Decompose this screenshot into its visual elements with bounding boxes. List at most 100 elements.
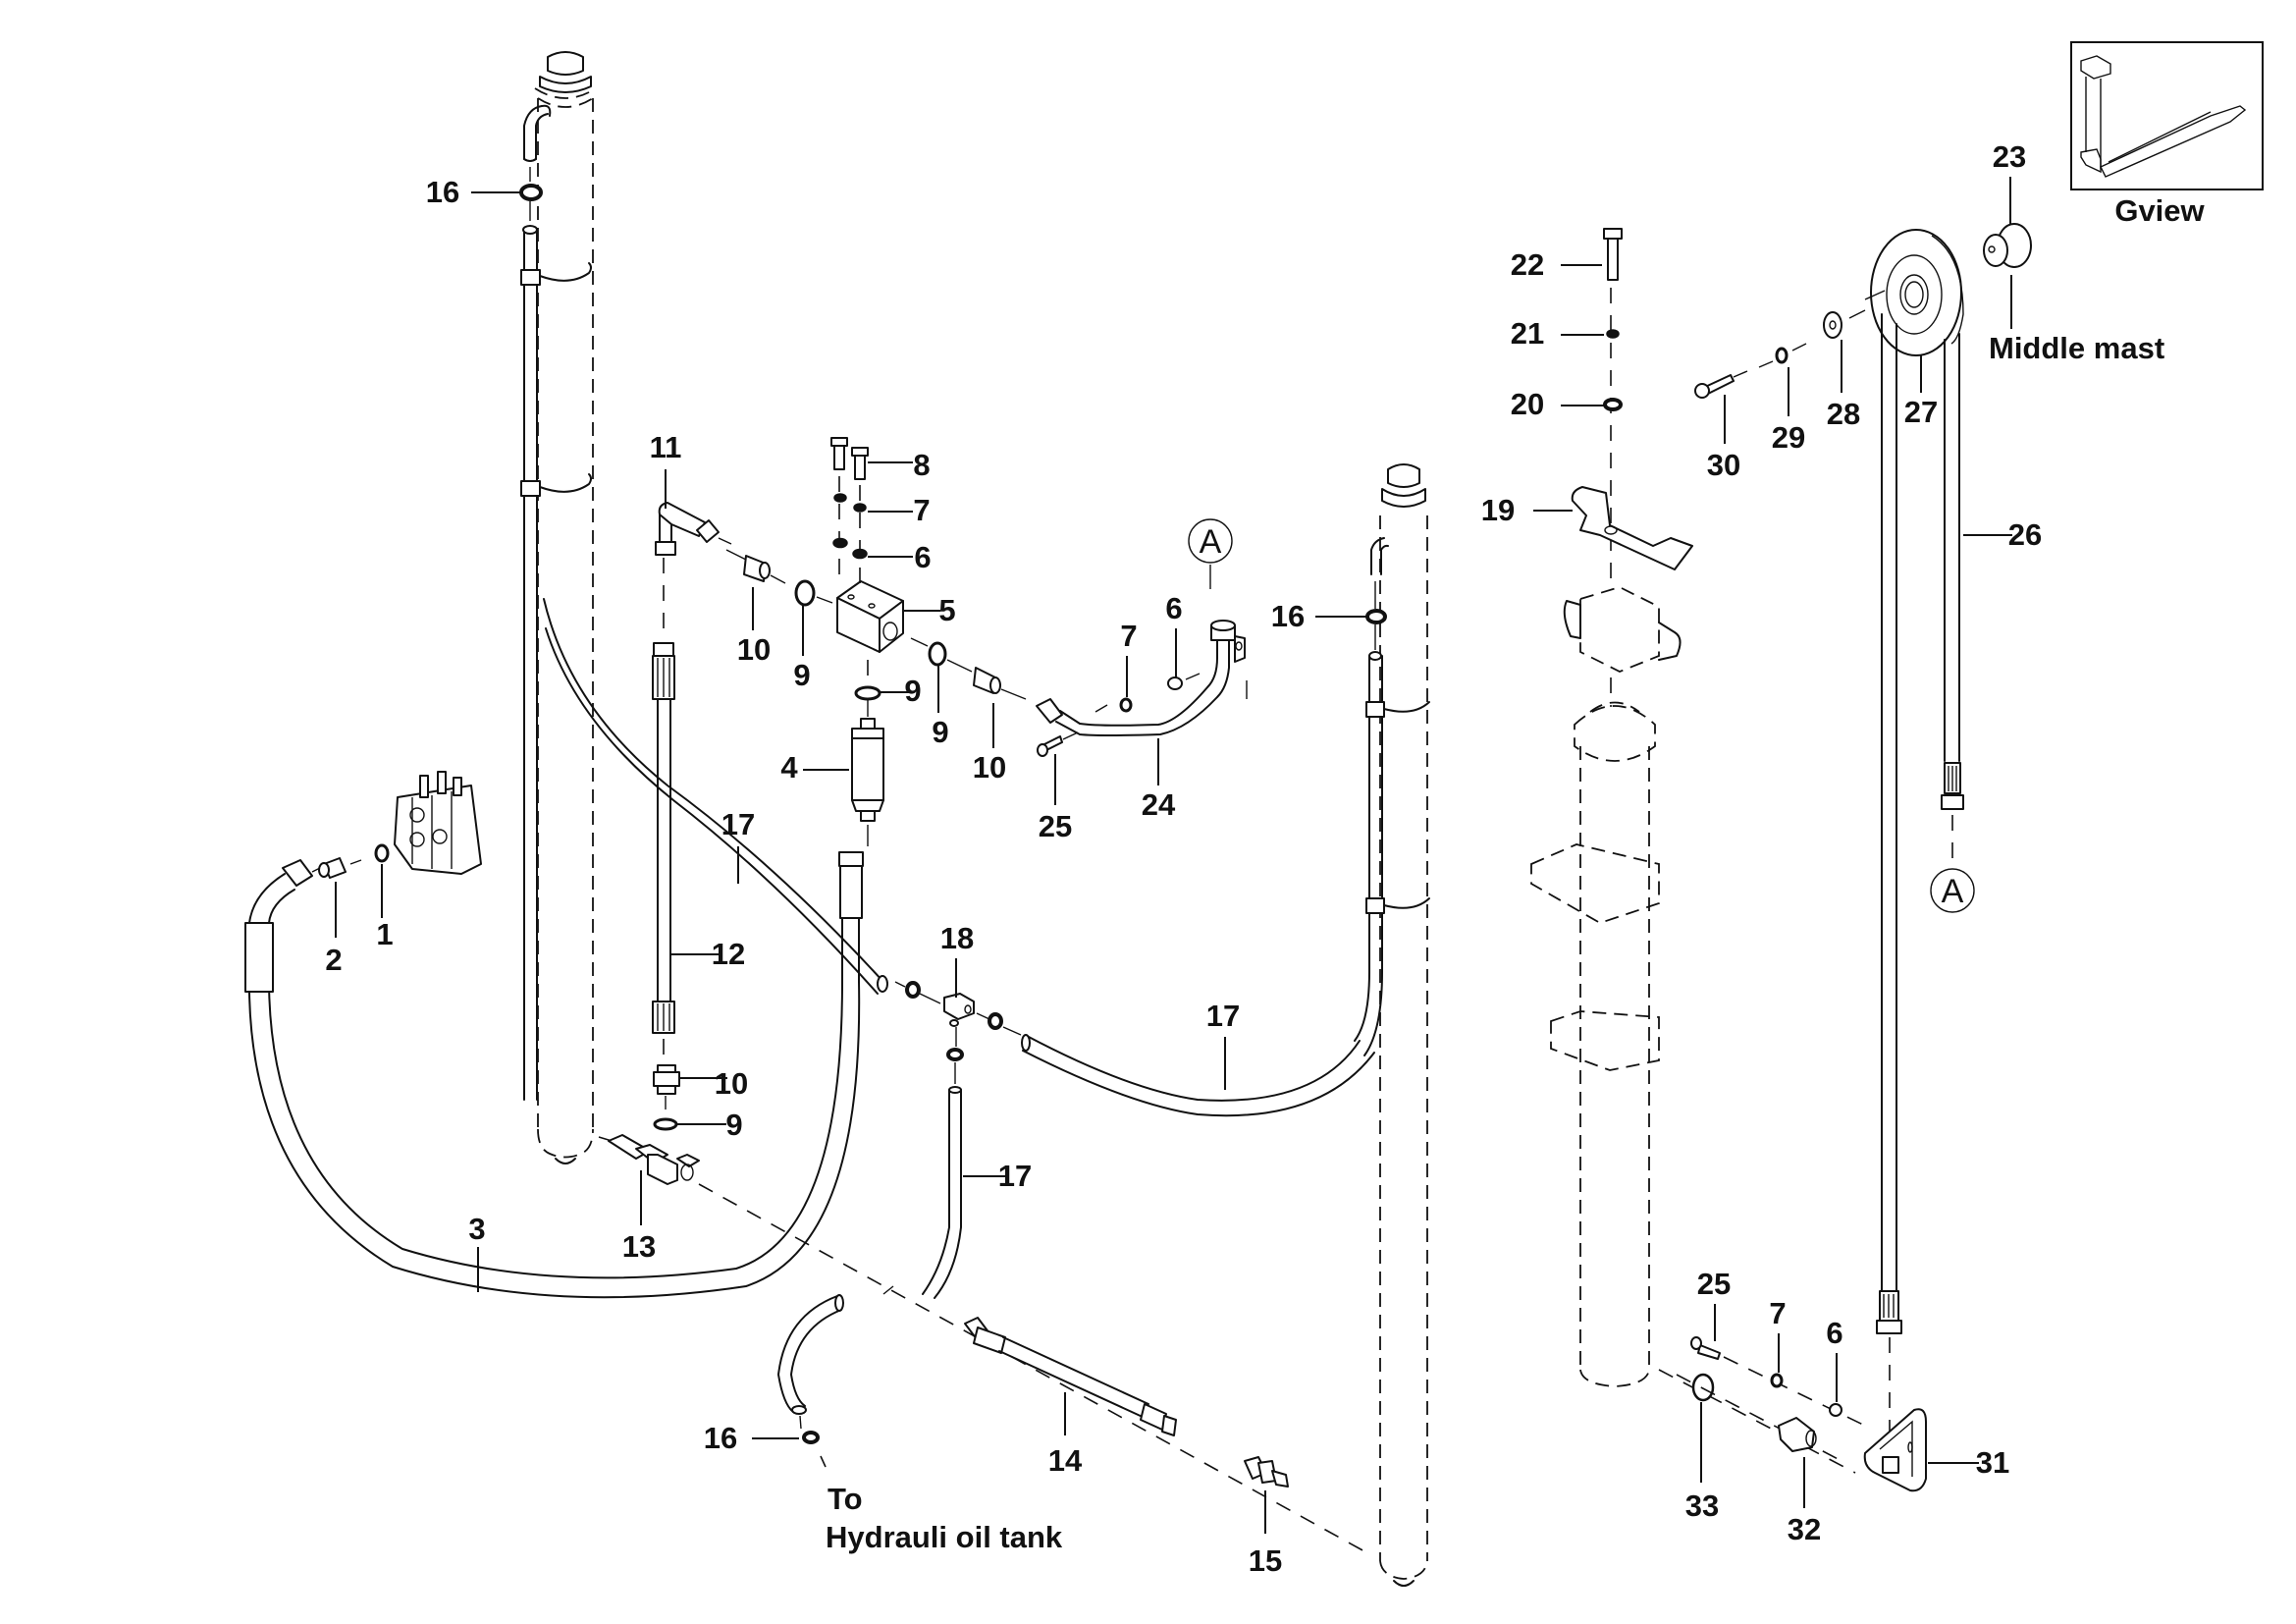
callout-number: 3: [468, 1212, 485, 1246]
callout-16: 16: [1271, 599, 1366, 633]
fitting-10-lower: [653, 1064, 680, 1110]
callout-number: 9: [793, 658, 810, 692]
callout-32: 32: [1788, 1457, 1821, 1546]
callout-number: 1: [376, 917, 393, 951]
hose-17-right: [1021, 1034, 1375, 1117]
washer-21: [1606, 329, 1620, 339]
bolts-8: [830, 437, 869, 589]
callout-12: 12: [671, 937, 745, 971]
callout-14: 14: [1048, 1392, 1083, 1478]
callout-6: 6: [1165, 591, 1183, 677]
callout-17: 17: [1206, 999, 1240, 1090]
fitting-2: [311, 857, 362, 879]
note-middle-mast: Middle mast: [1989, 331, 2164, 365]
callout-number: 10: [737, 632, 771, 667]
washer-29: [1775, 347, 1789, 364]
hose-26-fitting: [1941, 762, 1964, 864]
callout-23: 23: [1993, 139, 2026, 224]
washer-7-upper: [1119, 697, 1133, 713]
note-oil-tank: Hydrauli oil tank: [826, 1520, 1063, 1554]
svg-text:A: A: [1942, 873, 1964, 910]
callout-number: 14: [1048, 1443, 1083, 1478]
callout-8: 8: [868, 448, 931, 482]
callout-9: 9: [881, 674, 922, 708]
callout-18: 18: [940, 921, 974, 998]
callout-number: 15: [1249, 1543, 1282, 1578]
oring-9-lower: [854, 685, 881, 701]
washer-20: [1603, 398, 1623, 411]
pin-23: [1983, 223, 2032, 268]
callout-13: 13: [622, 1170, 656, 1264]
callout-2: 2: [325, 882, 343, 977]
oring-1: [374, 843, 390, 863]
inset-gview: Gview: [2070, 41, 2264, 228]
sheave-27: [1864, 229, 1964, 1297]
ref-marker-a-lower: A: [1930, 868, 1975, 913]
callout-10: 10: [737, 587, 771, 667]
callout-number: 6: [914, 540, 931, 574]
callout-17: 17: [721, 807, 755, 884]
callout-number: 29: [1772, 420, 1805, 455]
svg-text:A: A: [1200, 523, 1222, 561]
callout-33: 33: [1685, 1402, 1719, 1523]
hose-12: [652, 558, 675, 1060]
hose-26-lower-fitting: [1876, 1290, 1902, 1443]
oring-9-upper: [794, 579, 816, 607]
callout-30: 30: [1707, 395, 1740, 482]
elbow-11: [655, 502, 732, 556]
callout-number: 16: [1271, 599, 1305, 633]
callout-number: 17: [998, 1159, 1032, 1193]
oring-9-right: [928, 641, 947, 667]
callout-number: 6: [1826, 1316, 1842, 1350]
callout-number: 17: [1206, 999, 1240, 1033]
callout-number: 5: [938, 593, 955, 627]
hose-17-tank: [777, 1294, 844, 1468]
note-to: To: [828, 1482, 863, 1516]
ref-marker-a-upper: A: [1188, 518, 1233, 589]
callout-28: 28: [1827, 340, 1860, 431]
bolt-30: [1694, 370, 1748, 399]
callout-7: 7: [1120, 619, 1138, 697]
callout-number: 4: [780, 750, 798, 785]
callout-3: 3: [468, 1212, 486, 1292]
callout-25: 25: [1039, 754, 1072, 843]
callout-number: 26: [2008, 517, 2042, 552]
callout-number: 18: [940, 921, 974, 955]
callout-9: 9: [932, 664, 949, 749]
callout-9: 9: [677, 1108, 743, 1142]
callout-number: 25: [1697, 1267, 1731, 1301]
oring-9-bottom: [653, 1117, 678, 1131]
callout-number: 2: [325, 943, 342, 977]
callout-number: 27: [1904, 395, 1938, 429]
callout-number: 6: [1165, 591, 1182, 625]
callout-number: 19: [1481, 493, 1515, 527]
callout-number: 16: [704, 1421, 737, 1455]
callout-number: 7: [1769, 1296, 1786, 1330]
callout-number: 8: [913, 448, 930, 482]
callout-7: 7: [1769, 1296, 1787, 1373]
callout-number: 7: [913, 493, 930, 527]
callout-16: 16: [704, 1421, 799, 1455]
left-lift-cylinder: [534, 51, 597, 1164]
callout-number: 32: [1788, 1512, 1821, 1546]
callout-31: 31: [1928, 1445, 2009, 1480]
callout-number: 16: [426, 175, 459, 209]
callouts: 1234566677789999101010111213141516161617…: [325, 139, 2042, 1578]
right-lift-cylinder: [1379, 463, 1428, 1587]
callout-number: 11: [650, 430, 682, 464]
fitting-10-right: [946, 659, 1027, 700]
right-cylinder: [1530, 260, 1856, 1474]
bolt-25-lower: [1690, 1336, 1866, 1427]
callout-number: 10: [973, 750, 1006, 785]
fitting-32: [1778, 1417, 1817, 1452]
pipe-24: [1036, 620, 1248, 736]
fitting-10-upper: [725, 549, 786, 584]
control-valve: [394, 771, 482, 875]
callout-6: 6: [1826, 1316, 1843, 1402]
fitting-15: [1244, 1456, 1289, 1488]
callout-10: 10: [973, 703, 1006, 785]
callout-number: 25: [1039, 809, 1072, 843]
callout-number: 31: [1976, 1445, 2009, 1480]
adapter-13: [598, 1134, 1365, 1552]
